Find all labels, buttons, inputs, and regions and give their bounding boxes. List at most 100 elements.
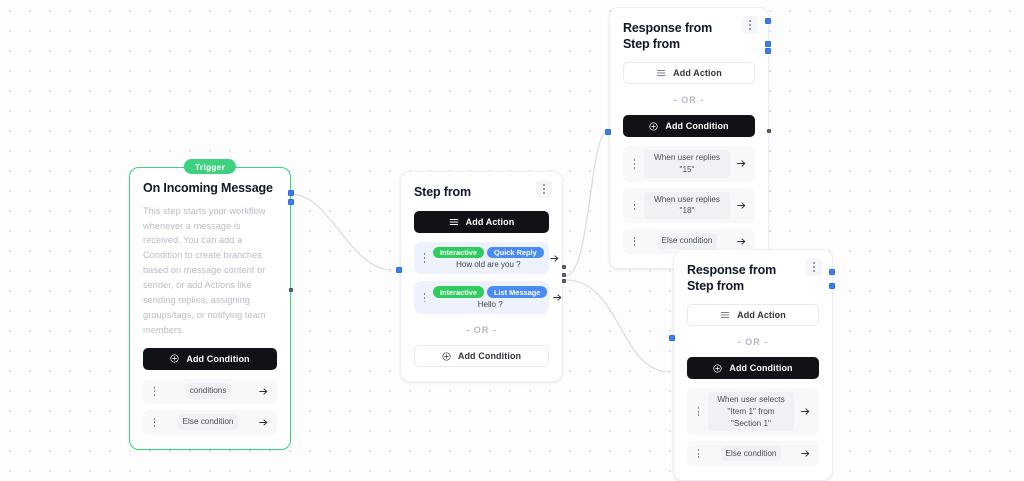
node-handle-right[interactable] [562,279,566,283]
node-handle-left[interactable] [669,335,675,341]
node-handle-left[interactable] [605,129,611,135]
kebab-menu-icon[interactable] [536,180,552,198]
node-on-incoming-message[interactable]: Trigger On Incoming Message This step st… [129,159,291,450]
arrow-right-icon[interactable] [257,386,270,397]
add-action-button[interactable]: Add Action [623,62,755,85]
node-step-from[interactable]: Step from Add Action Interactive Quick R… [400,171,563,383]
condition-label: When user replies "18" [644,191,730,219]
or-divider: - OR - [466,325,497,336]
list-icon [720,310,730,320]
node-handle-right[interactable] [562,265,566,269]
add-condition-label: Add Condition [457,351,522,362]
list-item[interactable]: Else condition [143,409,277,435]
condition-label: Else condition [656,233,718,250]
add-condition-button[interactable]: Add Condition [414,345,549,368]
condition-list: conditions Else condition [143,378,277,435]
node-handle-left[interactable] [396,267,402,273]
drag-grip-icon[interactable] [694,404,703,419]
condition-label: conditions [184,383,232,400]
node-header: Response from Step from [687,258,822,294]
add-condition-label: Add Condition [665,121,729,132]
node-handle-right[interactable] [765,41,771,47]
condition-label: When user selects "Item 1" from "Section… [708,392,794,432]
plus-circle-icon [713,364,722,373]
node-handle-right[interactable] [767,129,771,133]
tag-group: Interactive Quick Reply [433,246,544,259]
add-condition-label: Add Condition [729,363,793,374]
arrow-right-icon[interactable] [548,253,561,264]
kebab-menu-icon[interactable] [806,258,822,276]
or-divider: - OR - [673,95,705,106]
node-response-from-step-from-top[interactable]: Response from Step from Add Action - OR … [609,7,769,269]
arrow-right-icon[interactable] [735,200,748,211]
add-condition-button[interactable]: Add Condition [623,115,755,138]
list-icon [656,68,666,78]
drag-grip-icon[interactable] [420,251,429,266]
arrow-right-icon[interactable] [735,158,748,169]
condition-label: Else condition [720,445,782,462]
drag-grip-icon[interactable] [630,234,639,249]
node-header: On Incoming Message [143,180,277,197]
list-item[interactable]: When user replies "15" [623,146,755,182]
arrow-right-icon[interactable] [551,292,564,303]
plus-circle-icon [442,352,451,361]
node-handle-right[interactable] [289,288,293,292]
list-item[interactable]: When user selects "Item 1" from "Section… [687,388,819,436]
page-title: Step from [414,185,471,199]
arrow-right-icon[interactable] [735,236,748,247]
node-description: This step starts your workflow whenever … [143,205,266,335]
tag-group: Interactive List Message [433,286,548,299]
page-title: Response from Step from [687,263,777,293]
condition-list: When user replies "15" When user replies… [623,146,755,254]
action-text: How old are you ? [456,260,521,270]
list-item[interactable]: Else condition [687,441,819,467]
add-action-label: Add Action [673,68,722,79]
action-body: Interactive List Message Hello ? [433,286,548,310]
add-action-label: Add Action [737,310,786,321]
drag-grip-icon[interactable] [630,156,639,171]
add-condition-button[interactable]: Add Condition [143,347,277,370]
status-badge: Interactive [433,246,484,259]
add-condition-label: Add Condition [186,353,250,364]
list-item[interactable]: Interactive Quick Reply How old are you … [414,241,558,275]
add-condition-button[interactable]: Add Condition [687,357,819,380]
drag-grip-icon[interactable] [150,415,159,430]
list-icon [449,217,459,227]
drag-grip-icon[interactable] [694,446,703,461]
drag-grip-icon[interactable] [630,198,639,213]
action-text: Hello ? [477,300,503,310]
status-badge: Interactive [433,286,484,299]
drag-grip-icon[interactable] [150,384,159,399]
status-badge: List Message [486,286,548,299]
action-body: Interactive Quick Reply How old are you … [433,246,544,270]
kebab-menu-icon[interactable] [742,16,758,34]
list-item[interactable]: Interactive List Message Hello ? [414,281,562,315]
node-handle-right[interactable] [765,48,771,54]
plus-circle-icon [649,122,658,131]
status-badge: Quick Reply [486,246,544,259]
list-item[interactable]: conditions [143,378,277,404]
node-handle-right[interactable] [562,273,566,277]
add-action-button[interactable]: Add Action [687,304,819,327]
drag-grip-icon[interactable] [420,290,429,305]
or-divider: - OR - [737,337,769,348]
node-response-from-step-from-bottom[interactable]: Response from Step from Add Action - OR … [673,249,833,481]
add-action-button[interactable]: Add Action [414,210,549,233]
arrow-right-icon[interactable] [257,417,270,428]
node-handle-right[interactable] [829,283,835,289]
condition-label: When user replies "15" [644,150,730,178]
node-handle-right[interactable] [288,190,294,196]
arrow-right-icon[interactable] [799,406,812,417]
page-title: On Incoming Message [143,181,273,195]
node-handle-right[interactable] [829,269,835,275]
node-handle-right[interactable] [765,18,771,24]
condition-label: Else condition [177,414,239,431]
page-title: Response from Step from [623,21,713,51]
arrow-right-icon[interactable] [799,448,812,459]
add-action-label: Add Action [465,216,515,227]
node-handle-right[interactable] [288,199,294,205]
list-item[interactable]: When user replies "18" [623,187,755,223]
node-header: Step from [414,180,552,201]
trigger-badge: Trigger [183,159,237,174]
